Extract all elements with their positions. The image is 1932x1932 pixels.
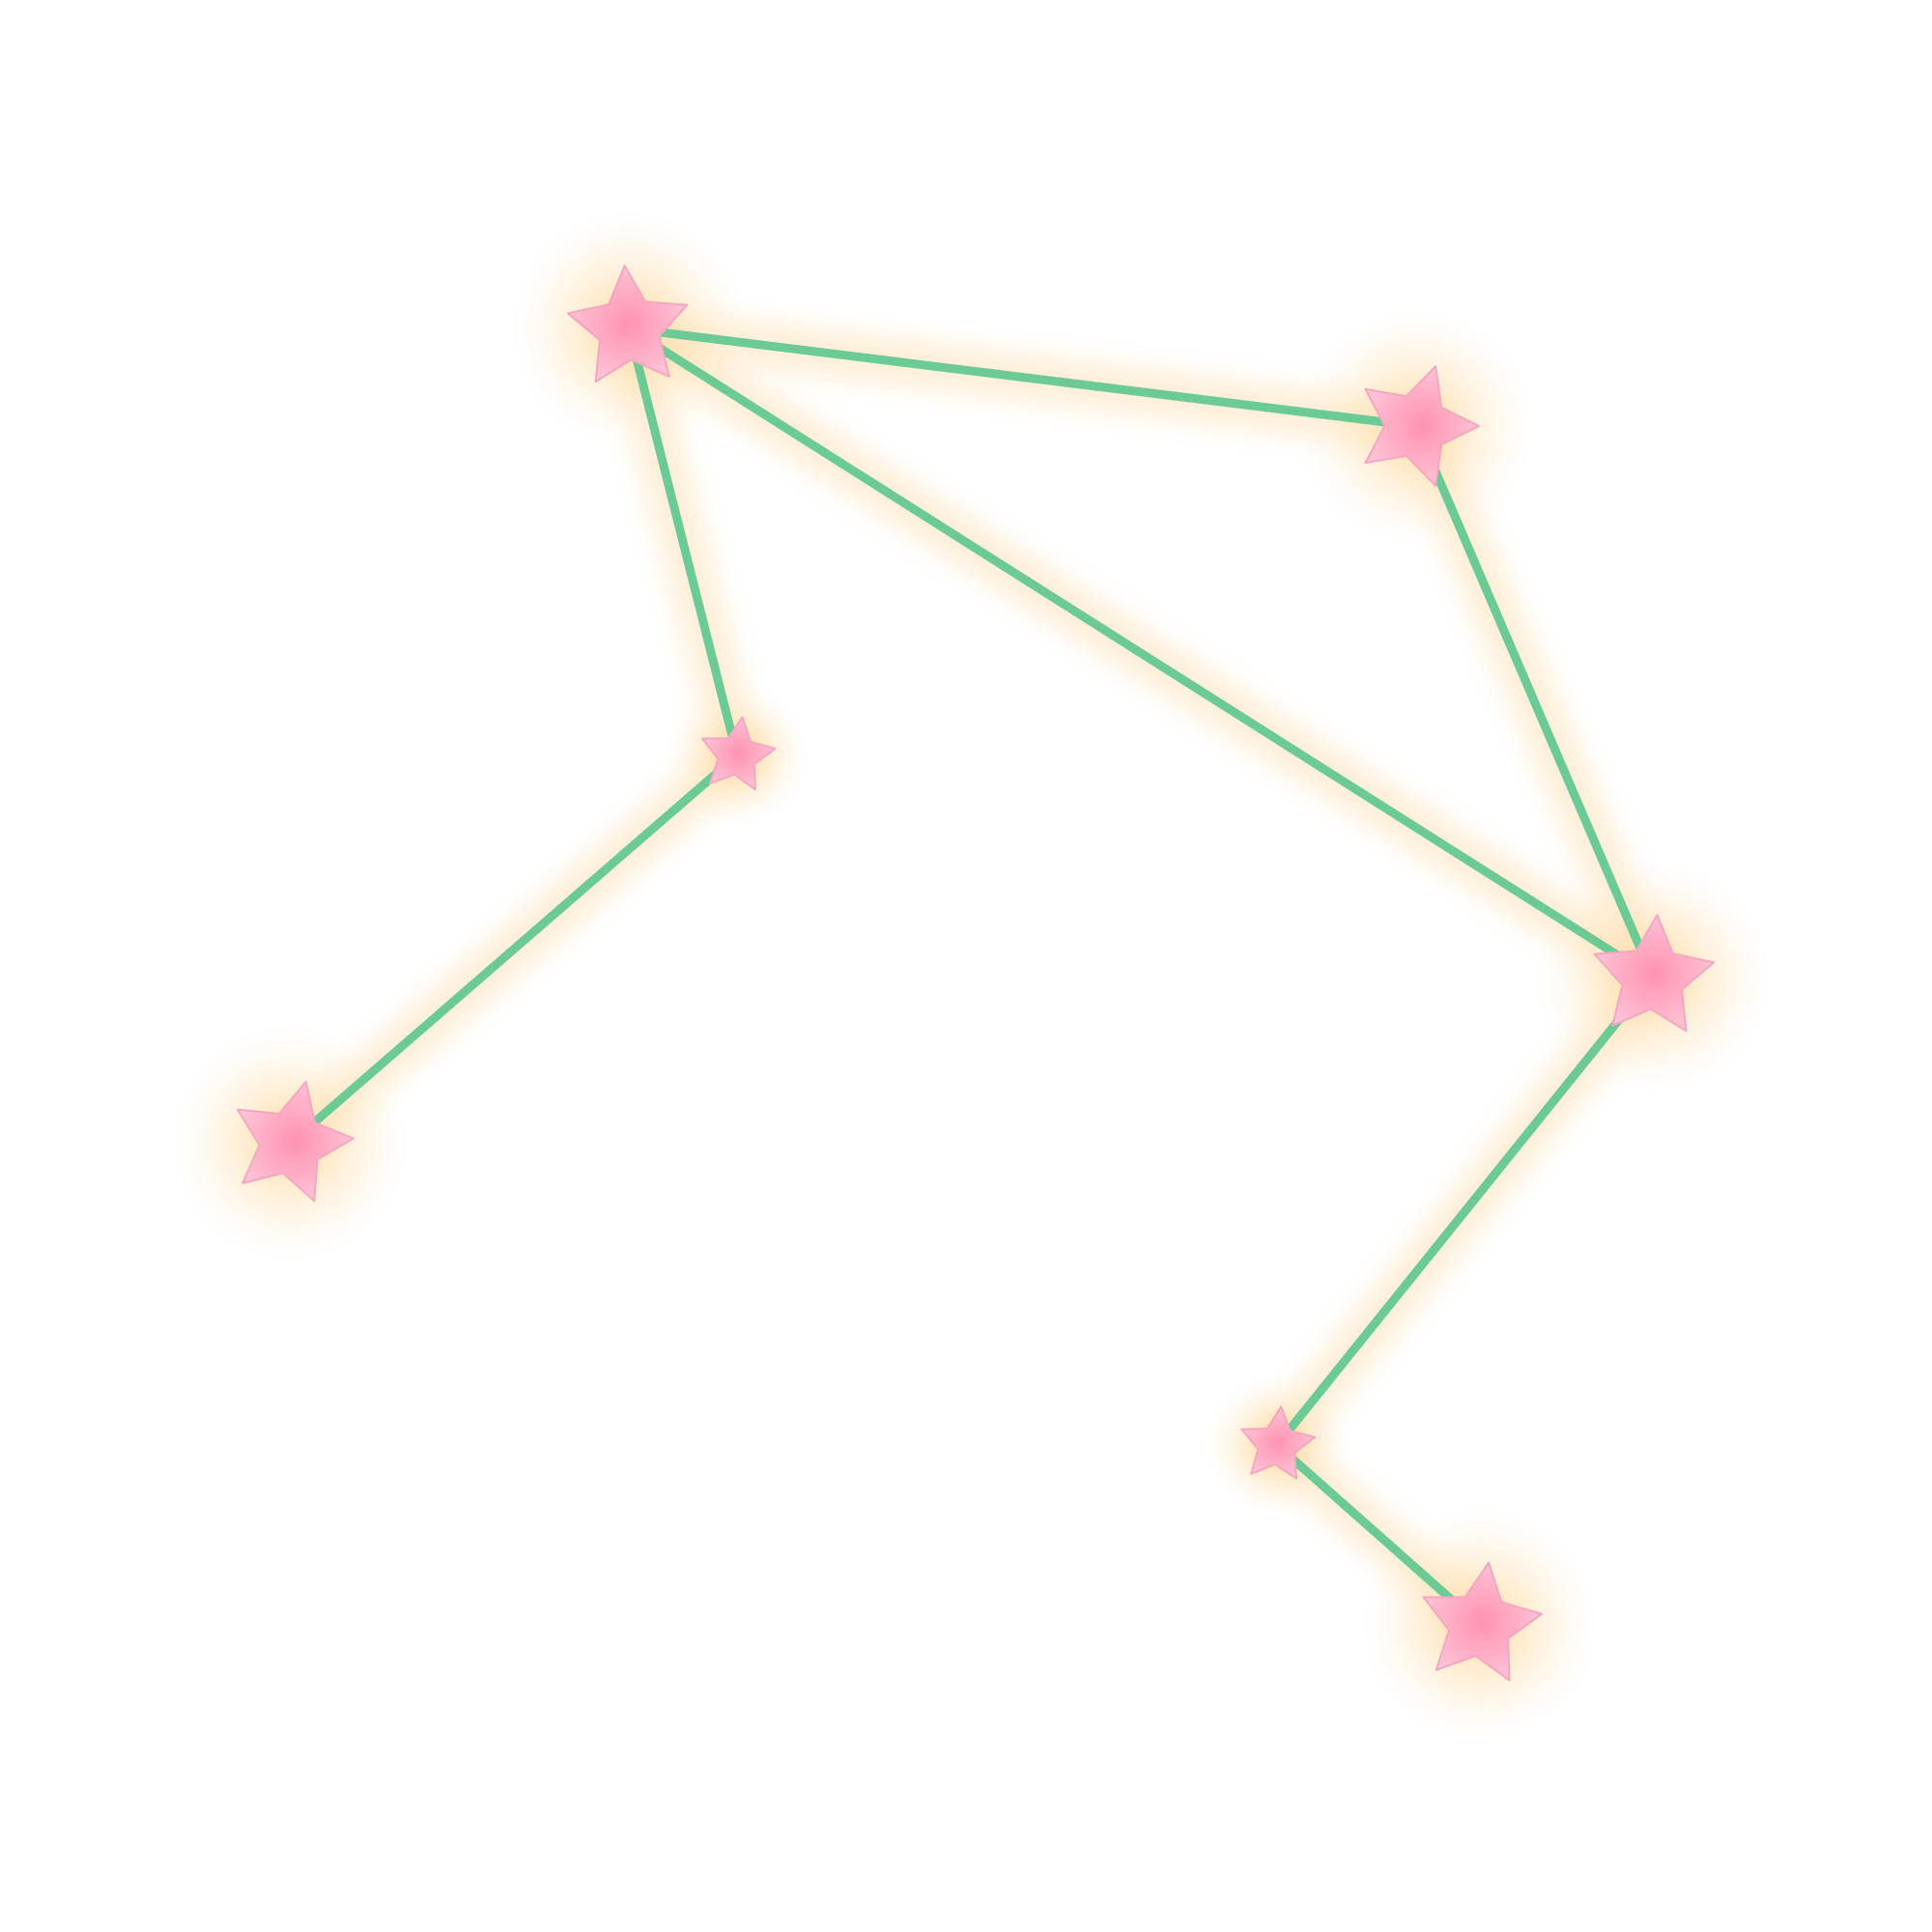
connection-line-star-c-star-d bbox=[286, 751, 742, 1148]
connection-line-star-a-star-c bbox=[624, 324, 742, 760]
connection-line-star-a-star-e bbox=[624, 324, 1658, 982]
connection-line-star-e-star-f bbox=[1272, 973, 1658, 1450]
star-a-icon bbox=[566, 265, 689, 384]
star-g-icon bbox=[1422, 1561, 1543, 1682]
connection-line-star-f-star-g bbox=[1272, 1440, 1485, 1630]
connection-line-star-b-star-e bbox=[1411, 421, 1658, 982]
star-c-icon bbox=[701, 716, 777, 791]
connection-lines bbox=[286, 324, 1658, 1630]
star-d-icon bbox=[236, 1080, 355, 1203]
stars bbox=[236, 265, 1716, 1682]
star-e-icon bbox=[1593, 914, 1716, 1033]
connection-line-star-a-star-b bbox=[624, 324, 1421, 431]
star-f-icon bbox=[1240, 1406, 1317, 1480]
star-b-icon bbox=[1364, 365, 1480, 487]
